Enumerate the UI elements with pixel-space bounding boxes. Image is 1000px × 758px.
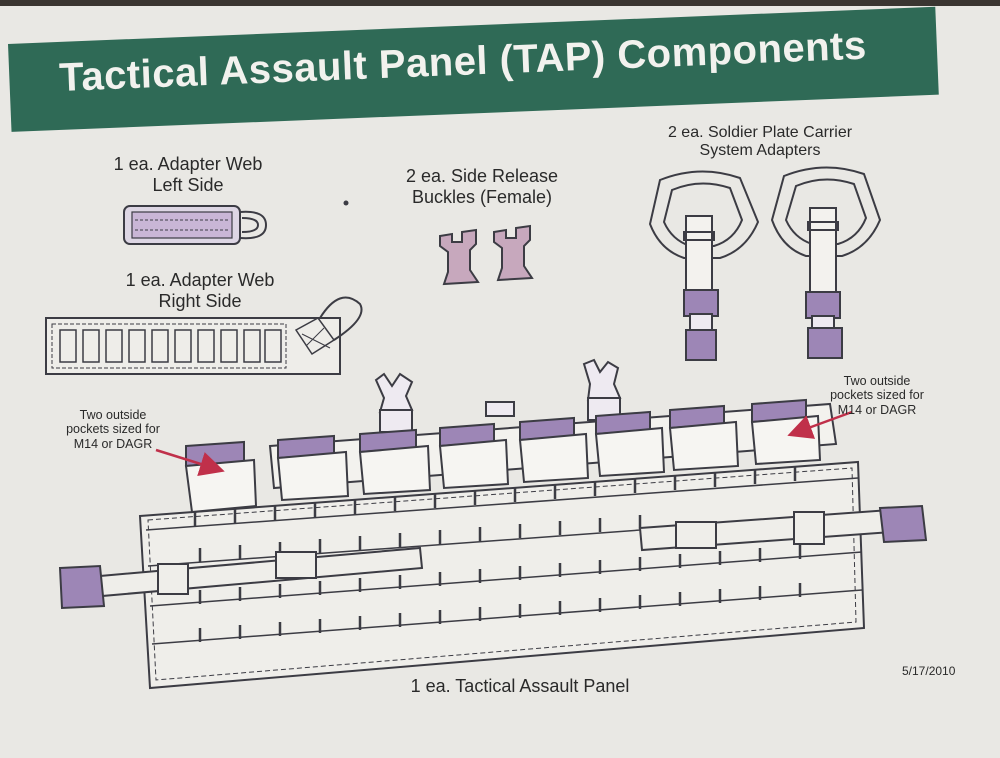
adapter-web-right-icon [45, 296, 363, 375]
pockets-left-label: Two outside pockets sized for M14 or DAG… [66, 408, 160, 451]
date-stamp: 5/17/2010 [902, 664, 956, 678]
tactical-assault-panel-icon [58, 358, 928, 690]
adapter-left-label: 1 ea. Adapter Web Left Side [113, 154, 263, 195]
plate-carrier-adapter-icon-1 [648, 170, 760, 361]
pointer-arrow-left [155, 448, 225, 476]
plate-carrier-label: 2 ea. Soldier Plate Carrier System Adapt… [667, 124, 853, 160]
adapter-web-left-icon [123, 205, 268, 245]
plate-carrier-adapter-icon-2 [770, 166, 882, 359]
buckles-label: 2 ea. Side Release Buckles (Female) [405, 166, 559, 207]
photo-edge [0, 0, 1000, 6]
panel-label: 1 ea. Tactical Assault Panel [410, 676, 630, 696]
pockets-right-label: Two outside pockets sized for M14 or DAG… [830, 374, 924, 417]
pointer-arrow-right [787, 410, 853, 439]
side-release-buckles-icon [439, 224, 534, 286]
adapter-right-label: 1 ea. Adapter Web Right Side [125, 270, 275, 311]
